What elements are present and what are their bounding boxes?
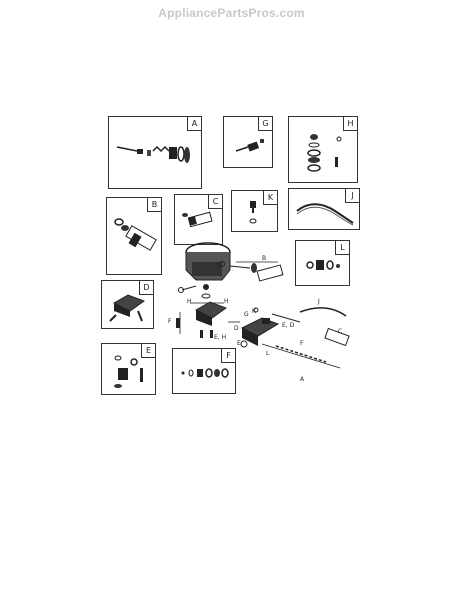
inset-c-label: C (208, 195, 222, 209)
diagram-label-f: F (168, 318, 172, 325)
diagram-label-j: J (318, 298, 320, 305)
fitting-art (249, 201, 257, 224)
diagram-label-k: K (252, 308, 256, 315)
inset-h: H (288, 116, 358, 183)
inset-h-label: H (343, 117, 357, 131)
inset-a: A (108, 116, 202, 189)
inset-c: C (174, 194, 223, 245)
diagram-label-h-right: H (224, 298, 229, 305)
diagram-label-h-left: H (187, 298, 192, 305)
watermark: AppliancePartsPros.com (158, 6, 305, 20)
piston-art (114, 218, 157, 251)
valve-kit-art (114, 355, 143, 388)
inset-f-label: F (221, 349, 235, 363)
inset-d: D (101, 280, 154, 329)
inset-g-label: G (258, 117, 272, 131)
inset-a-label: A (187, 117, 201, 131)
inset-f: F (172, 348, 236, 394)
diagram-label-a: A (300, 376, 305, 383)
cylinder-group-b (236, 261, 284, 282)
inset-b: B (106, 197, 162, 275)
diagram-label-eh: E, H (214, 334, 227, 341)
inset-e: E (101, 343, 156, 395)
shaft-assembly-art (116, 145, 190, 163)
manifold-right (219, 261, 350, 369)
diagram-label-c: C (338, 328, 343, 335)
diagram-label-f2: F (300, 340, 304, 347)
inset-e-label: E (141, 344, 155, 358)
tube-art (296, 203, 354, 226)
check-valve-art (306, 260, 340, 270)
diagram-label-g: G (244, 311, 249, 318)
diagram-label-l: L (266, 350, 270, 357)
valve-art (235, 139, 264, 152)
inset-j-label: J (345, 189, 359, 203)
diagram-label-b: B (262, 255, 267, 262)
inset-g: G (223, 116, 273, 168)
manifold-middle (176, 284, 240, 338)
inset-k: K (231, 190, 278, 232)
inset-j: J (288, 188, 360, 230)
seal-kit-art (307, 134, 342, 172)
inset-d-label: D (139, 281, 153, 295)
manifold-art (109, 294, 146, 322)
diagram-label-d: D (234, 325, 239, 332)
inset-b-label: B (147, 198, 161, 212)
diagram-label-e: E (237, 340, 241, 347)
inset-l: L (295, 240, 350, 286)
unloader-art (181, 368, 229, 378)
diagram-label-ed: E, D (282, 322, 295, 329)
inset-l-label: L (335, 241, 349, 255)
pump-housing-upper (178, 242, 257, 293)
plunger-art (182, 211, 213, 228)
inset-k-label: K (263, 191, 277, 205)
